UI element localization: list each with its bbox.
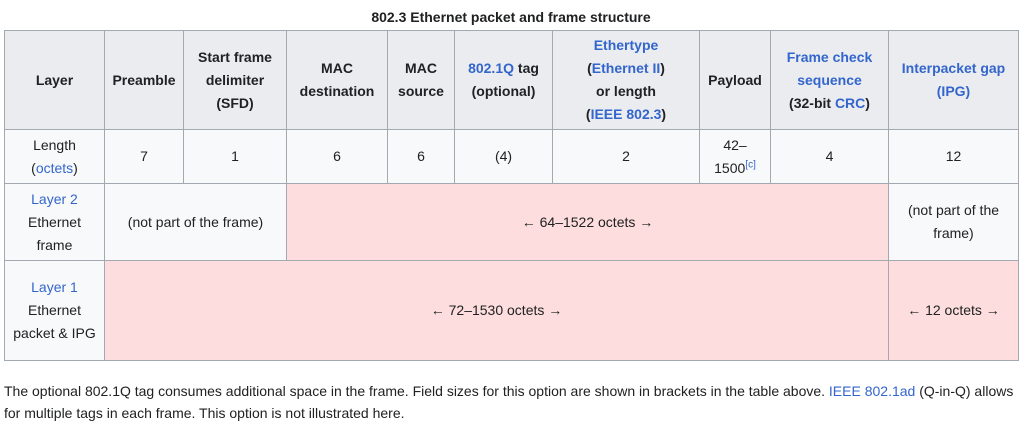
header-preamble: Preamble — [104, 30, 184, 130]
length-ethertype: 2 — [552, 129, 700, 184]
header-mac-source: MAC source — [387, 30, 455, 130]
paren-open-ieee: ( — [585, 106, 591, 122]
paren-close: ) — [660, 60, 665, 76]
layer1-label: Layer 1 Ethernet packet & IPG — [4, 260, 105, 361]
layer1-ipg-span: ← 12 octets → — [888, 260, 1019, 361]
link-layer-2[interactable]: Layer 2 — [31, 190, 78, 207]
paren-open: ( — [587, 60, 592, 76]
length-payload: 42–1500[c] — [699, 129, 771, 184]
link-ieee-8023[interactable]: IEEE 802.3 — [590, 106, 662, 122]
header-mac-destination: MAC destination — [286, 30, 388, 130]
layer2-label: Layer 2 Ethernet frame — [4, 183, 105, 261]
length-fcs: 4 — [770, 129, 889, 184]
link-interpacket-gap[interactable]: Interpacket gap (IPG) — [901, 60, 1006, 99]
link-ieee-8021ad[interactable]: IEEE 802.1ad — [828, 383, 916, 399]
header-payload: Payload — [699, 30, 771, 130]
layer2-not-part-left: (not part of the frame) — [104, 183, 287, 261]
length-sfd: 1 — [183, 129, 287, 184]
table-caption: 802.3 Ethernet packet and frame structur… — [371, 9, 651, 25]
header-ethertype: Ethertype(Ethernet II)or length(IEEE 802… — [552, 30, 700, 130]
length-label-text: Length — [33, 136, 76, 153]
layer1-label-text: Ethernet packet & IPG — [13, 302, 96, 341]
length-label: Length (octets) — [4, 129, 105, 184]
unit-close: ) — [73, 159, 78, 176]
payload-range: 42–1500 — [714, 136, 747, 176]
header-row: Layer Preamble Start frame delimiter (SF… — [4, 30, 1019, 130]
length-preamble: 7 — [104, 129, 184, 184]
header-sfd: Start frame delimiter (SFD) — [183, 30, 287, 130]
layer1-packet-span: ← 72–1530 octets → — [104, 260, 889, 361]
link-layer-1[interactable]: Layer 1 — [31, 279, 78, 295]
length-tag: (4) — [454, 129, 553, 184]
header-layer: Layer — [4, 30, 105, 130]
layer2-label-text: Ethernet frame — [28, 213, 81, 253]
link-ethertype[interactable]: Ethertype — [593, 37, 659, 53]
header-8021q-tag: 802.1Q tag (optional) — [454, 30, 553, 130]
payload-footnote-link[interactable]: [c] — [745, 158, 756, 170]
crc-prefix: (32-bit — [789, 94, 835, 111]
layer2-row: Layer 2 Ethernet frame (not part of the f… — [4, 183, 1019, 261]
unit-open: ( — [31, 159, 36, 176]
header-fcs: Frame check sequence (32-bit CRC) — [770, 30, 889, 130]
link-frame-check-sequence[interactable]: Frame check sequence — [786, 48, 873, 88]
crc-suffix: ) — [865, 94, 870, 111]
header-or-length: or length — [596, 83, 656, 99]
footnote-text-2: (Q-in-Q) allows for multiple tags in eac… — [4, 383, 1014, 421]
link-crc[interactable]: CRC — [834, 94, 866, 111]
link-ethernet-ii[interactable]: Ethernet II — [591, 60, 661, 76]
paren-close-ieee: ) — [661, 106, 667, 122]
link-octets[interactable]: octets — [35, 159, 74, 176]
header-tag-text: tag (optional) — [471, 60, 539, 99]
header-ipg: Interpacket gap (IPG) — [888, 30, 1019, 130]
footnote-paragraph: The optional 802.1Q tag consumes additio… — [4, 380, 1020, 424]
length-mac-destination: 6 — [286, 129, 388, 184]
layer1-row: Layer 1 Ethernet packet & IPG ← 72–1530 o… — [4, 260, 1019, 361]
ethernet-frame-table: Layer Preamble Start frame delimiter (SF… — [4, 30, 1019, 361]
footnote-text-1: The optional 802.1Q tag consumes additio… — [4, 383, 829, 399]
layer2-frame-span: ← 64–1522 octets → — [286, 183, 889, 261]
length-mac-source: 6 — [387, 129, 455, 184]
length-row: Length(octets) 7 1 6 6 (4) 2 42–1500[c] … — [4, 129, 1019, 184]
layer2-not-part-right: (not part of the frame) — [888, 183, 1019, 261]
length-ipg: 12 — [888, 129, 1019, 184]
link-8021q[interactable]: 802.1Q — [468, 60, 515, 76]
